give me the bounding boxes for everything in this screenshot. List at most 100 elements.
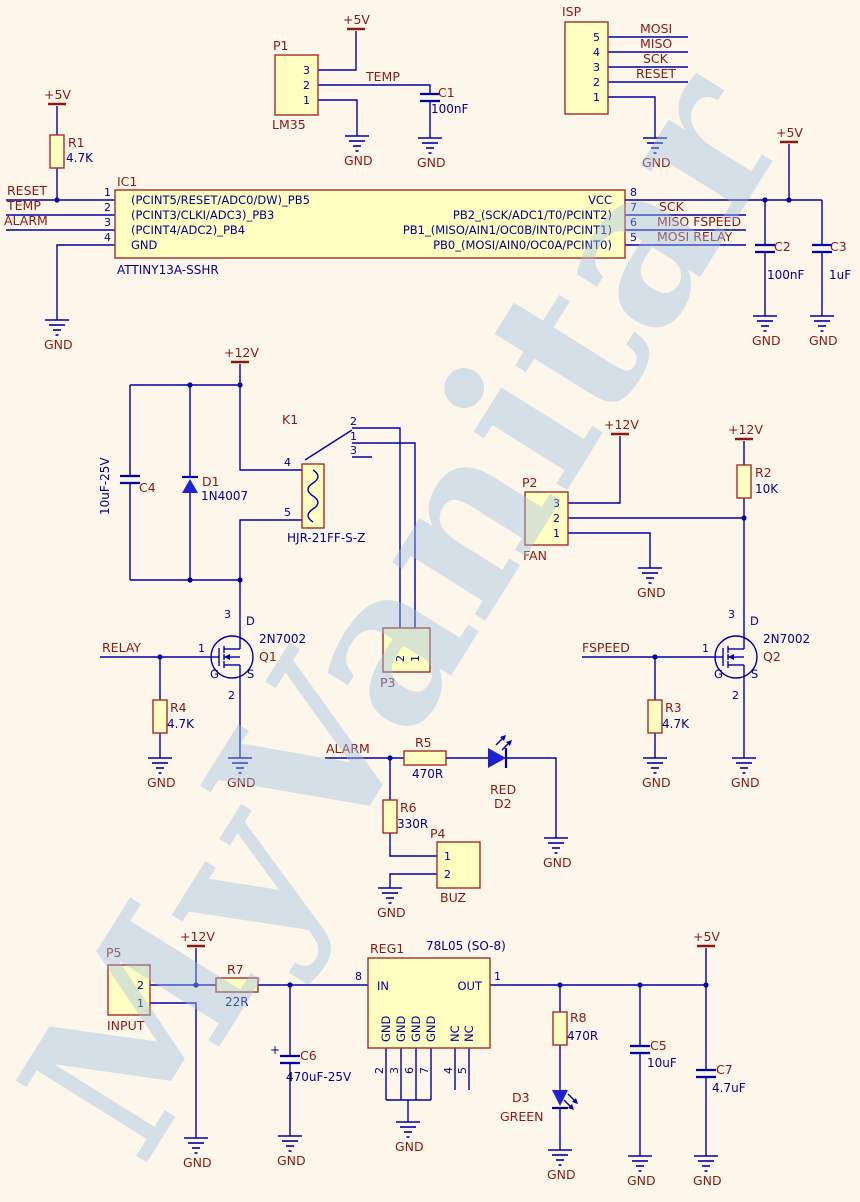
p3-pin1: 1: [409, 655, 422, 662]
section-alarm: ALARM R5 470R RED D2 GND R6 330R P4 1 2 …: [325, 735, 572, 920]
reg1-pin5: 5: [456, 1067, 469, 1074]
connector-p5: [107, 964, 151, 1016]
q2-value: 2N7002: [763, 632, 810, 646]
psu-wires: [150, 948, 707, 1156]
q2-pin-g: 1: [702, 642, 709, 655]
connector-p1: [274, 54, 319, 116]
connector-p4: [436, 841, 481, 889]
connector-isp: [564, 21, 609, 115]
r3-ref: R3: [665, 700, 682, 715]
net-label-relay: RELAY: [102, 640, 141, 655]
gnd-label: GND: [693, 1173, 722, 1188]
reg1-pin4: 4: [442, 1067, 455, 1074]
c6-polarity: +: [270, 1043, 280, 1057]
gnd-symbol: [543, 837, 569, 854]
r1-ref: R1: [68, 135, 85, 150]
regulator-reg1: REG1 78L05 (SO-8) 8 IN OUT 1 GND GND GND…: [355, 939, 506, 1074]
reg1-pin3: 3: [388, 1067, 401, 1074]
ic1-pin8-num: 8: [630, 186, 637, 199]
reg1-pin6: 6: [403, 1067, 416, 1074]
relay-k1: K1 2 1 3 4 5 HJR-21FF-S-Z: [282, 412, 365, 545]
power-12v-label: +12V: [224, 345, 259, 360]
junction-dot: [54, 197, 60, 203]
capacitor-c7: C7 4.7uF: [696, 1062, 746, 1095]
gnd-label: GND: [637, 585, 666, 600]
connector-p3: [382, 627, 431, 673]
junction-dot: [157, 654, 163, 660]
r2-value: 10K: [755, 482, 779, 496]
q2-pin-s: 2: [732, 689, 739, 702]
p3-pin2: 2: [394, 655, 407, 662]
gnd-symbol: [395, 1121, 421, 1138]
r6-ref: R6: [400, 800, 417, 815]
ic1-pin7-name: PB2_(SCK/ADC1/T0/PCINT2): [453, 208, 612, 222]
net-label-sck: SCK: [659, 199, 685, 214]
ic1-pin2-num: 2: [104, 201, 111, 214]
gnd-symbol: [642, 757, 668, 774]
reg1-pin8: 8: [355, 970, 362, 983]
junction-dot: [193, 982, 199, 988]
gnd-label: GND: [731, 775, 760, 790]
power-5v-label: +5V: [776, 125, 803, 140]
power-5v-label: +5V: [343, 12, 370, 27]
isp-pin3: 3: [593, 61, 600, 74]
reset-pullup-wires: [6, 106, 115, 320]
gnd-symbol: [627, 1155, 653, 1172]
p1-ref: P1: [273, 38, 289, 53]
k1-ref: K1: [282, 412, 298, 427]
ic1-pin5-name: PB0_(MOSI/AIN0/OC0A/PCINT0): [433, 238, 612, 252]
gnd-label: GND: [547, 1167, 576, 1182]
resistor-r3: [647, 699, 663, 734]
r4-value: 4.7K: [167, 717, 195, 731]
junction-dot: [287, 982, 293, 988]
gnd-label: GND: [277, 1153, 306, 1168]
reg1-pin7: 7: [418, 1067, 431, 1074]
gnd-label: GND: [44, 337, 73, 352]
p1-pin1: 1: [303, 94, 310, 107]
junction-dot: [557, 982, 563, 988]
junction-dot: [237, 577, 243, 583]
k1-pin5: 5: [284, 506, 291, 519]
section-mcu: IC1 ATTINY13A-SSHR 1 2 3 4 (PCINT5/RESET…: [104, 125, 851, 348]
isp-wires: [608, 36, 688, 138]
net-label-miso: MISO: [640, 36, 672, 51]
gnd-symbol: [417, 137, 443, 154]
q1-d: D: [246, 614, 255, 628]
gnd-symbol: [277, 1135, 303, 1152]
p2-ref: P2: [522, 475, 538, 490]
ic1-pin4-name: GND: [131, 238, 158, 252]
relay-wires: [100, 364, 416, 758]
r6-value: 330R: [397, 817, 428, 831]
d3-color: GREEN: [500, 1109, 544, 1124]
gnd-label: GND: [627, 1173, 656, 1188]
isp-pin2: 2: [593, 76, 600, 89]
capacitor-c1: C1 100nF: [420, 85, 469, 116]
gnd-label: GND: [642, 155, 671, 170]
p3-ref: P3: [380, 675, 396, 690]
junction-dot: [187, 382, 193, 388]
q2-ref: Q2: [763, 649, 781, 664]
c3-value: 1uF: [829, 268, 851, 282]
r7-ref: R7: [227, 962, 244, 977]
section-psu: P5 2 1 INPUT +12V R7 22R + C6 470uF-25V …: [106, 929, 746, 1188]
c5-value: 10uF: [647, 1056, 677, 1070]
r8-ref: R8: [570, 1010, 587, 1025]
r5-value: 470R: [412, 767, 443, 781]
p5-pin2: 2: [137, 979, 144, 992]
reg1-nc1: NC: [448, 1025, 462, 1042]
net-label-mosi-relay: MOSI RELAY: [657, 229, 733, 244]
isp-ref: ISP: [562, 4, 582, 19]
net-label-miso-fspeed: MISO FSPEED: [657, 214, 741, 229]
reg1-in: IN: [377, 979, 389, 993]
junction-dot: [637, 982, 643, 988]
reg1-part: 78L05 (SO-8): [426, 939, 506, 953]
r5-ref: R5: [415, 735, 432, 750]
mosfet-q2: FSPEED 3 D 1 G 2 S 2N7002 Q2: [582, 608, 810, 702]
p5-name: INPUT: [107, 1018, 145, 1033]
p2-pin2: 2: [553, 512, 560, 525]
mcu-wires: [625, 144, 823, 316]
power-5v-label: +5V: [693, 929, 720, 944]
lm35-wires: [318, 31, 431, 138]
p1-name: LM35: [272, 117, 306, 132]
gnd-symbol: [731, 757, 757, 774]
